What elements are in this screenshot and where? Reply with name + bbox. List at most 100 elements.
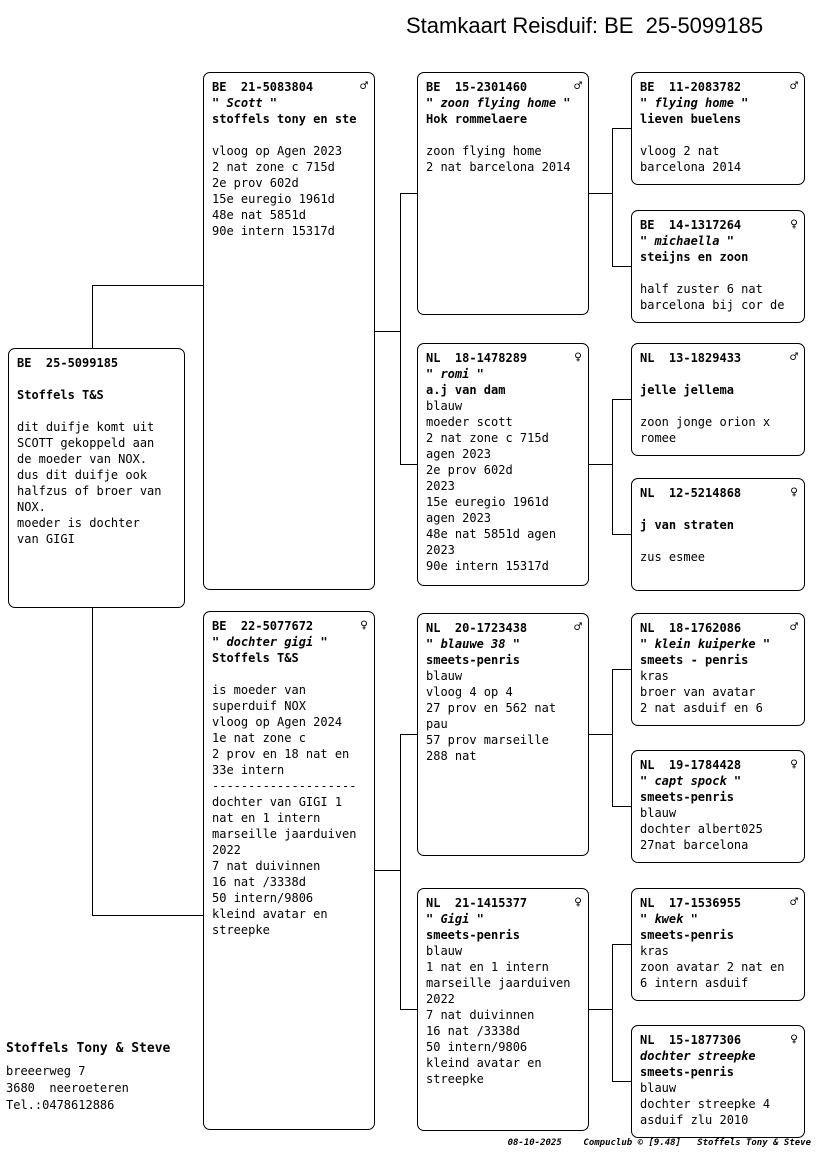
ring-number: NL 17-1536955 <box>640 896 742 910</box>
owner-name: jelle jellema <box>640 383 734 397</box>
connector-line <box>92 285 93 348</box>
box-header: BE 14-1317264 ♀ <box>640 217 798 233</box>
owner-name: Hok rommelaere <box>426 112 528 126</box>
connector-line <box>612 399 613 535</box>
male-icon: ♂ <box>360 79 368 94</box>
connector-line <box>589 1009 612 1010</box>
connector-line <box>400 734 401 1010</box>
pigeon-name: " dochter gigi " <box>212 635 328 649</box>
connector-line <box>589 193 612 194</box>
pigeon-name: " zoon flying home " <box>426 96 571 110</box>
female-icon: ♀ <box>790 217 798 232</box>
connector-line <box>375 331 400 332</box>
owner-name: Stoffels T&S <box>212 651 299 665</box>
ring-number: BE 11-2083782 <box>640 80 742 94</box>
box-header: NL 17-1536955 ♂ <box>640 895 798 911</box>
connector-line <box>400 464 417 465</box>
breeder-phone: Tel.:0478612886 <box>6 1098 115 1112</box>
pigeon-notes: blauw 1 nat en 1 intern marseille jaardu… <box>426 944 571 1086</box>
connector-line <box>589 734 612 735</box>
connector-line <box>612 1081 631 1082</box>
box-header: NL 18-1478289 ♀ <box>426 350 582 366</box>
ring-number: NL 18-1478289 <box>426 351 528 365</box>
ring-number: NL 20-1723438 <box>426 621 528 635</box>
pigeon-notes: kras zoon avatar 2 nat en 6 intern asdui… <box>640 944 785 990</box>
pigeon-notes: vloog 2 nat barcelona 2014 <box>640 144 742 174</box>
pigeon-name <box>640 366 798 382</box>
female-icon: ♀ <box>360 618 368 633</box>
female-icon: ♀ <box>790 757 798 772</box>
pigeon-notes: zoon jonge orion x romee <box>640 415 771 445</box>
connector-line <box>400 734 417 735</box>
owner-name: smeets-penris <box>640 1065 734 1079</box>
ring-number: NL 19-1784428 <box>640 758 742 772</box>
page-title: Stamkaart Reisduif: BE 25-5099185 <box>406 13 764 38</box>
breeder-info: Stoffels Tony & Steve breeerweg 7 3680 n… <box>6 1041 170 1114</box>
box-header: NL 13-1829433 ♂ <box>640 350 798 366</box>
owner-name: steijns en zoon <box>640 250 749 264</box>
ring-number: NL 13-1829433 <box>640 351 742 365</box>
pigeon-name: " romi " <box>426 367 484 381</box>
connector-line <box>612 128 631 129</box>
female-icon: ♀ <box>574 895 582 910</box>
connector-line <box>612 669 631 670</box>
ring-number: NL 21-1415377 <box>426 896 528 910</box>
pedigree-box-father: BE 21-5083804 ♂ " Scott " stoffels tony … <box>203 72 375 590</box>
pedigree-box-grandfather-paternal: BE 15-2301460 ♂ " zoon flying home " Hok… <box>417 72 589 315</box>
owner-name: Stoffels T&S <box>17 388 104 402</box>
connector-line <box>400 1009 417 1010</box>
connector-line <box>589 464 612 465</box>
male-icon: ♂ <box>790 895 798 910</box>
pigeon-notes: vloog op Agen 2023 2 nat zone c 715d 2e … <box>212 144 343 238</box>
pigeon-notes: zus esmee <box>640 550 706 564</box>
connector-line <box>400 193 401 465</box>
box-header: BE 15-2301460 ♂ <box>426 79 582 95</box>
pigeon-name <box>17 371 178 387</box>
box-header: NL 19-1784428 ♀ <box>640 757 798 773</box>
male-icon: ♂ <box>790 620 798 635</box>
pigeon-notes: blauw dochter albert025 27nat barcelona <box>640 806 763 852</box>
box-header: NL 20-1723438 ♂ <box>426 620 582 636</box>
ring-number: NL 12-5214868 <box>640 486 742 500</box>
pigeon-notes: half zuster 6 nat barcelona bij cor de <box>640 282 785 312</box>
connector-line <box>612 534 631 535</box>
connector-line <box>375 870 400 871</box>
pigeon-notes: blauw moeder scott 2 nat zone c 715d age… <box>426 399 557 573</box>
owner-name: smeets - penris <box>640 653 749 667</box>
pedigree-box-mother: BE 22-5077672 ♀ " dochter gigi " Stoffel… <box>203 611 375 1130</box>
pedigree-box-great-grandparent-4: NL 12-5214868 ♀ j van straten zus esmee <box>631 478 805 591</box>
male-icon: ♂ <box>574 620 582 635</box>
male-icon: ♂ <box>790 350 798 365</box>
pigeon-notes: zoon flying home 2 nat barcelona 2014 <box>426 144 571 174</box>
breeder-street: breeerweg 7 <box>6 1064 86 1078</box>
pedigree-box-great-grandparent-7: NL 17-1536955 ♂ " kwek " smeets-penris k… <box>631 888 805 1001</box>
pigeon-name <box>640 501 798 517</box>
ring-number: BE 25-5099185 <box>17 356 119 370</box>
ring-number: NL 18-1762086 <box>640 621 742 635</box>
box-header: NL 18-1762086 ♂ <box>640 620 798 636</box>
box-header: BE 22-5077672 ♀ <box>212 618 368 634</box>
owner-name: stoffels tony en ste <box>212 112 357 126</box>
pigeon-name: " kwek " <box>640 912 698 926</box>
pedigree-box-grandmother-paternal: NL 18-1478289 ♀ " romi " a.j van dam bla… <box>417 343 589 586</box>
connector-line <box>612 806 631 807</box>
owner-name: a.j van dam <box>426 383 506 397</box>
owner-name: j van straten <box>640 518 734 532</box>
pigeon-name: " michaella " <box>640 234 734 248</box>
pedigree-box-great-grandparent-1: BE 11-2083782 ♂ " flying home " lieven b… <box>631 72 805 185</box>
ring-number: BE 15-2301460 <box>426 80 528 94</box>
pedigree-box-great-grandparent-2: BE 14-1317264 ♀ " michaella " steijns en… <box>631 210 805 323</box>
connector-line <box>92 285 203 286</box>
male-icon: ♂ <box>574 79 582 94</box>
connector-line <box>612 944 613 1082</box>
box-header: NL 12-5214868 ♀ <box>640 485 798 501</box>
pigeon-notes: kras broer van avatar 2 nat asduif en 6 <box>640 669 763 715</box>
owner-name: smeets-penris <box>640 790 734 804</box>
ring-number: NL 15-1877306 <box>640 1033 742 1047</box>
pigeon-name: dochter streepke <box>640 1049 756 1063</box>
pigeon-name: " klein kuiperke " <box>640 637 771 651</box>
pedigree-box-grandmother-maternal: NL 21-1415377 ♀ " Gigi " smeets-penris b… <box>417 888 589 1131</box>
pigeon-notes: blauw vloog 4 op 4 27 prov en 562 nat pa… <box>426 669 557 763</box>
connector-line <box>612 669 613 807</box>
